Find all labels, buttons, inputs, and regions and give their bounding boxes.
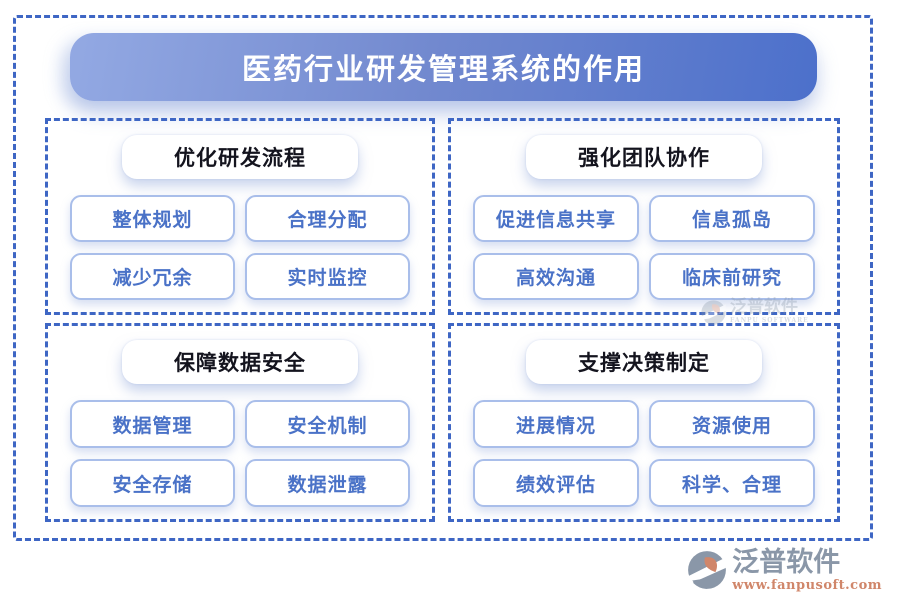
item-box: 进展情况	[473, 400, 639, 448]
item-box: 数据泄露	[245, 459, 410, 507]
center-watermark: 泛普软件 FANPU SOFTWARE	[700, 299, 809, 326]
item-box: 信息孤岛	[649, 195, 815, 242]
item-box: 绩效评估	[473, 459, 639, 507]
item-box: 科学、合理	[649, 459, 815, 507]
item-box: 资源使用	[649, 400, 815, 448]
section-item-grid: 整体规划 合理分配 减少冗余 实时监控	[70, 195, 410, 300]
section-item-grid: 数据管理 安全机制 安全存储 数据泄露	[70, 400, 410, 507]
watermark-brand-text: 泛普软件	[730, 297, 798, 317]
section-support-decision-making: 支撑决策制定 进展情况 资源使用 绩效评估 科学、合理	[448, 323, 840, 522]
section-item-grid: 进展情况 资源使用 绩效评估 科学、合理	[473, 400, 815, 507]
item-box: 临床前研究	[649, 253, 815, 300]
section-strengthen-team-collaboration: 强化团队协作 促进信息共享 信息孤岛 高效沟通 临床前研究	[448, 118, 840, 315]
item-box: 高效沟通	[473, 253, 639, 300]
item-box: 实时监控	[245, 253, 410, 300]
item-box: 减少冗余	[70, 253, 235, 300]
title-banner: 医药行业研发管理系统的作用	[70, 33, 817, 101]
outer-dashed-frame	[13, 15, 873, 541]
item-box: 整体规划	[70, 195, 235, 242]
fanpu-logo-icon	[688, 551, 727, 589]
section-header: 保障数据安全	[122, 340, 358, 384]
section-header: 强化团队协作	[526, 135, 762, 179]
item-box: 安全存储	[70, 459, 235, 507]
watermark-url-text: www.fanpusoft.com	[732, 578, 882, 593]
page-title: 医药行业研发管理系统的作用	[241, 52, 645, 86]
section-header: 支撑决策制定	[526, 340, 762, 384]
section-item-grid: 促进信息共享 信息孤岛 高效沟通 临床前研究	[473, 195, 815, 300]
item-box: 安全机制	[245, 400, 410, 448]
watermark-brand-text: 泛普软件	[732, 547, 841, 578]
item-box: 数据管理	[70, 400, 235, 448]
fanpu-logo-icon	[701, 300, 726, 325]
item-box: 合理分配	[245, 195, 410, 242]
item-box: 促进信息共享	[473, 195, 639, 242]
section-optimize-rd-process: 优化研发流程 整体规划 合理分配 减少冗余 实时监控	[45, 118, 435, 315]
footer-watermark: 泛普软件 www.fanpusoft.com	[686, 547, 882, 592]
section-ensure-data-security: 保障数据安全 数据管理 安全机制 安全存储 数据泄露	[45, 323, 435, 522]
section-header: 优化研发流程	[122, 135, 358, 179]
watermark-brand-en-text: FANPU SOFTWARE	[730, 317, 809, 324]
